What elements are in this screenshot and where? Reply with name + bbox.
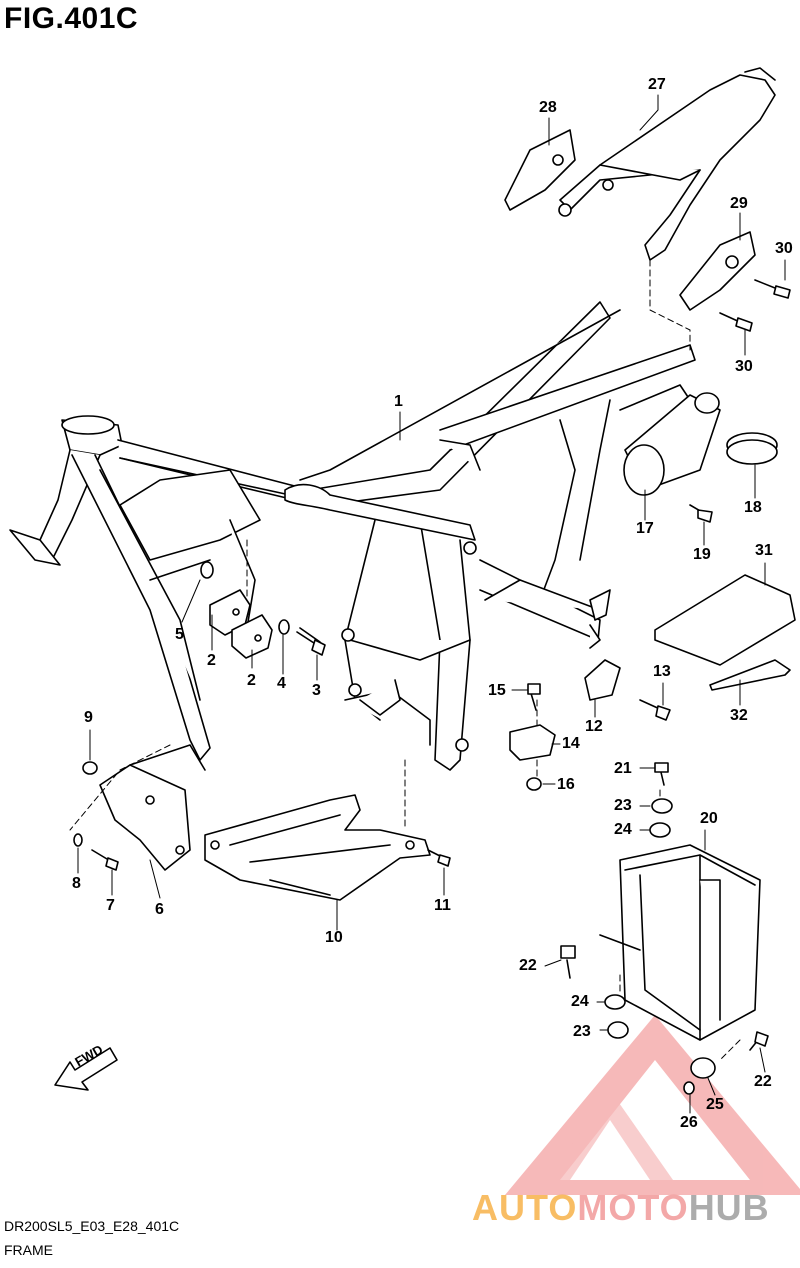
callout-30b: 30 [735, 358, 753, 375]
callout-17: 17 [636, 520, 654, 537]
plate-29 [679, 231, 756, 311]
plate-28 [504, 129, 576, 211]
callout-22a: 22 [519, 957, 537, 974]
rear-bracket-27 [558, 67, 776, 261]
grommet-24b [604, 994, 626, 1010]
callout-14: 14 [562, 735, 580, 752]
callout-16: 16 [557, 776, 575, 793]
callout-26: 26 [680, 1114, 698, 1131]
grommet-23b [607, 1021, 629, 1039]
washer-8 [73, 833, 83, 847]
callout-23a: 23 [614, 797, 632, 814]
watermark-part-hub: HUB [688, 1187, 770, 1228]
leader-lines [77, 94, 786, 1114]
callout-3: 3 [312, 682, 321, 699]
grommet-23a [651, 798, 673, 814]
callout-11: 11 [434, 897, 451, 914]
watermark-text: AUTOMOTOHUB [472, 1187, 770, 1229]
damper-12 [584, 659, 621, 701]
tool-32 [709, 659, 791, 691]
callout-21: 21 [614, 760, 632, 777]
bolt-22a [566, 959, 571, 979]
clamp-18 [726, 432, 778, 465]
watermark-part-auto: AUTO [472, 1187, 578, 1228]
bracket-2 [209, 589, 273, 659]
collar-5 [200, 561, 214, 579]
figure-name: FRAME [4, 1242, 53, 1258]
callout-13: 13 [653, 663, 671, 680]
callout-6: 6 [155, 901, 164, 918]
callout-8: 8 [72, 875, 81, 892]
engine-guard-10 [204, 794, 431, 901]
watermark-logo [505, 1015, 800, 1195]
callout-2a: 2 [207, 652, 216, 669]
callout-20: 20 [700, 810, 718, 827]
callout-10: 10 [325, 929, 343, 946]
bracket-6 [99, 744, 206, 871]
callout-22b: 22 [754, 1073, 772, 1090]
grommet-24a [649, 822, 671, 838]
cap-25 [690, 1057, 716, 1079]
callout-7: 7 [106, 897, 115, 914]
callout-29: 29 [730, 195, 748, 212]
battery-holder-20 [599, 844, 761, 1041]
damper-14 [509, 724, 556, 761]
main-frame [9, 301, 696, 771]
callout-12: 12 [585, 718, 603, 735]
sheet-31 [654, 574, 796, 666]
callout-27: 27 [648, 76, 666, 93]
callout-32: 32 [730, 707, 748, 724]
nut-9 [82, 761, 98, 775]
callout-9: 9 [84, 709, 93, 726]
callout-31: 31 [755, 542, 773, 559]
callout-4: 4 [277, 675, 286, 692]
callout-2b: 2 [247, 672, 256, 689]
callout-28: 28 [539, 99, 557, 116]
watermark-part-moto: MOTO [577, 1187, 689, 1228]
cylinder-17 [623, 392, 721, 496]
callout-24a: 24 [614, 821, 632, 838]
callout-15: 15 [488, 682, 506, 699]
figure-title: FIG.401C [4, 2, 139, 35]
nut-16 [526, 777, 542, 791]
assembly-lines [69, 259, 741, 1061]
callout-25: 25 [706, 1096, 724, 1113]
callout-23b: 23 [573, 1023, 591, 1040]
callout-30a: 30 [775, 240, 793, 257]
collar-26 [683, 1081, 695, 1095]
callout-18: 18 [744, 499, 762, 516]
washer-4 [278, 619, 290, 635]
callout-24b: 24 [571, 993, 589, 1010]
callout-1: 1 [394, 393, 403, 410]
fwd-arrow-shape [54, 1047, 118, 1091]
figure-code: DR200SL5_E03_E28_401C [4, 1218, 180, 1234]
callout-5: 5 [175, 626, 184, 643]
callout-19: 19 [693, 546, 711, 563]
